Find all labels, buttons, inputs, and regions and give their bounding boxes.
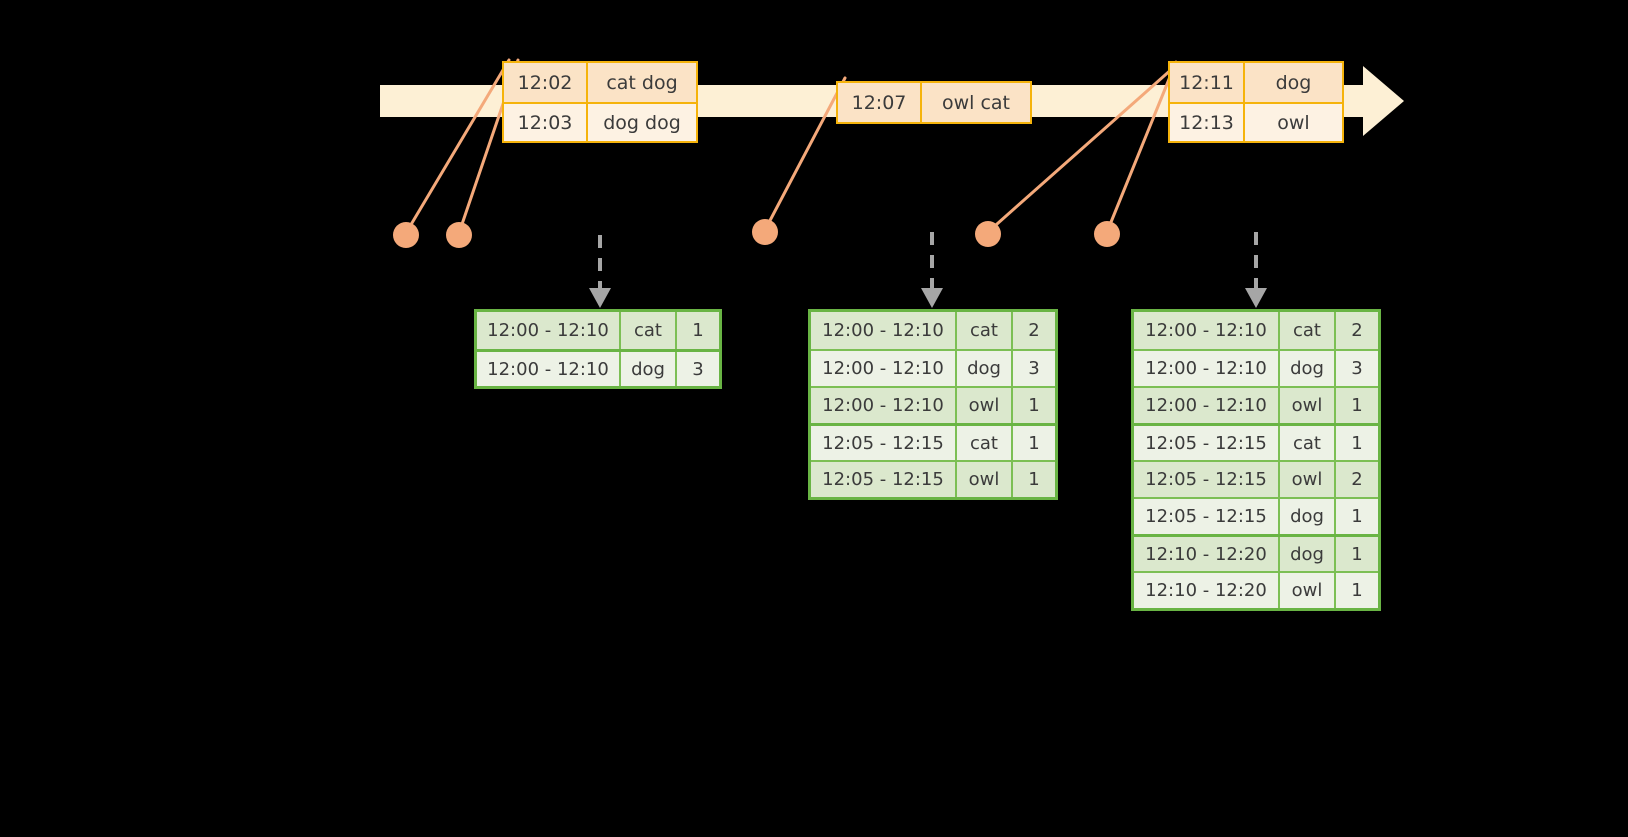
event-row: 12:11 dog <box>1170 63 1342 102</box>
count-cell: 2 <box>1336 462 1378 497</box>
event-group-1: 12:02 cat dog 12:03 dog dog <box>502 61 698 143</box>
key-cell: cat <box>957 312 1013 349</box>
count-cell: 1 <box>1336 388 1378 423</box>
key-cell: owl <box>1280 388 1336 423</box>
event-value: dog dog <box>588 104 696 141</box>
window-cell: 12:00 - 12:10 <box>477 312 621 349</box>
count-cell: 3 <box>1336 351 1378 386</box>
emit-arrow-1 <box>589 235 611 308</box>
stream-dots <box>393 219 1120 248</box>
key-cell: dog <box>1280 537 1336 571</box>
key-cell: cat <box>621 312 677 349</box>
stream-dot-2 <box>446 222 472 248</box>
key-cell: dog <box>1280 499 1336 534</box>
event-value: owl <box>1245 104 1342 141</box>
key-cell: dog <box>957 351 1013 386</box>
table-row: 12:00 - 12:10 cat 1 <box>477 312 719 349</box>
table-row: 12:05 - 12:15 cat 1 <box>811 423 1055 460</box>
count-cell: 2 <box>1336 312 1378 349</box>
key-cell: owl <box>1280 573 1336 608</box>
stream-dot-3 <box>752 219 778 245</box>
event-row: 12:07 owl cat <box>838 83 1030 122</box>
event-time: 12:07 <box>838 83 922 122</box>
stream-dot-4 <box>975 221 1001 247</box>
event-value: owl cat <box>922 83 1030 122</box>
key-cell: cat <box>957 426 1013 460</box>
event-row: 12:03 dog dog <box>504 102 696 141</box>
event-row: 12:02 cat dog <box>504 63 696 102</box>
event-time: 12:13 <box>1170 104 1245 141</box>
count-cell: 3 <box>1013 351 1055 386</box>
window-cell: 12:00 - 12:10 <box>477 352 621 386</box>
table-row: 12:10 - 12:20 owl 1 <box>1134 571 1378 608</box>
key-cell: cat <box>1280 312 1336 349</box>
key-cell: owl <box>957 388 1013 423</box>
window-cell: 12:10 - 12:20 <box>1134 573 1280 608</box>
count-cell: 1 <box>1013 462 1055 497</box>
table-row: 12:00 - 12:10 owl 1 <box>811 386 1055 423</box>
window-cell: 12:05 - 12:15 <box>1134 462 1280 497</box>
event-time: 12:02 <box>504 63 588 102</box>
table-row: 12:05 - 12:15 dog 1 <box>1134 497 1378 534</box>
table-row: 12:05 - 12:15 owl 1 <box>811 460 1055 497</box>
table-row: 12:00 - 12:10 dog 3 <box>477 349 719 386</box>
count-cell: 1 <box>1013 426 1055 460</box>
stream-dot-5 <box>1094 221 1120 247</box>
window-cell: 12:00 - 12:10 <box>811 312 957 349</box>
window-cell: 12:05 - 12:15 <box>811 462 957 497</box>
event-time: 12:03 <box>504 104 588 141</box>
window-cell: 12:00 - 12:10 <box>811 388 957 423</box>
key-cell: dog <box>621 352 677 386</box>
emit-arrows <box>589 232 1267 308</box>
key-cell: dog <box>1280 351 1336 386</box>
result-table-1: 12:00 - 12:10 cat 1 12:00 - 12:10 dog 3 <box>474 309 722 389</box>
table-row: 12:00 - 12:10 owl 1 <box>1134 386 1378 423</box>
result-table-2: 12:00 - 12:10 cat 2 12:00 - 12:10 dog 3 … <box>808 309 1058 500</box>
event-group-3: 12:11 dog 12:13 owl <box>1168 61 1344 143</box>
window-cell: 12:00 - 12:10 <box>1134 312 1280 349</box>
event-row: 12:13 owl <box>1170 102 1342 141</box>
count-cell: 1 <box>1336 426 1378 460</box>
table-row: 12:00 - 12:10 cat 2 <box>1134 312 1378 349</box>
window-cell: 12:00 - 12:10 <box>1134 388 1280 423</box>
window-cell: 12:00 - 12:10 <box>811 351 957 386</box>
event-value: dog <box>1245 63 1342 102</box>
table-row: 12:05 - 12:15 cat 1 <box>1134 423 1378 460</box>
count-cell: 1 <box>677 312 719 349</box>
window-cell: 12:05 - 12:15 <box>1134 426 1280 460</box>
table-row: 12:00 - 12:10 dog 3 <box>1134 349 1378 386</box>
table-row: 12:05 - 12:15 owl 2 <box>1134 460 1378 497</box>
count-cell: 1 <box>1336 537 1378 571</box>
key-cell: cat <box>1280 426 1336 460</box>
event-group-2: 12:07 owl cat <box>836 81 1032 124</box>
window-cell: 12:10 - 12:20 <box>1134 537 1280 571</box>
emit-arrow-3 <box>1245 232 1267 308</box>
key-cell: owl <box>957 462 1013 497</box>
count-cell: 2 <box>1013 312 1055 349</box>
result-table-3: 12:00 - 12:10 cat 2 12:00 - 12:10 dog 3 … <box>1131 309 1381 611</box>
stream-dot-1 <box>393 222 419 248</box>
count-cell: 1 <box>1336 573 1378 608</box>
table-row: 12:00 - 12:10 cat 2 <box>811 312 1055 349</box>
table-row: 12:00 - 12:10 dog 3 <box>811 349 1055 386</box>
count-cell: 3 <box>677 352 719 386</box>
event-value: cat dog <box>588 63 696 102</box>
emit-arrow-2 <box>921 232 943 308</box>
key-cell: owl <box>1280 462 1336 497</box>
count-cell: 1 <box>1013 388 1055 423</box>
event-time: 12:11 <box>1170 63 1245 102</box>
window-cell: 12:00 - 12:10 <box>1134 351 1280 386</box>
window-cell: 12:05 - 12:15 <box>1134 499 1280 534</box>
window-cell: 12:05 - 12:15 <box>811 426 957 460</box>
table-row: 12:10 - 12:20 dog 1 <box>1134 534 1378 571</box>
count-cell: 1 <box>1336 499 1378 534</box>
